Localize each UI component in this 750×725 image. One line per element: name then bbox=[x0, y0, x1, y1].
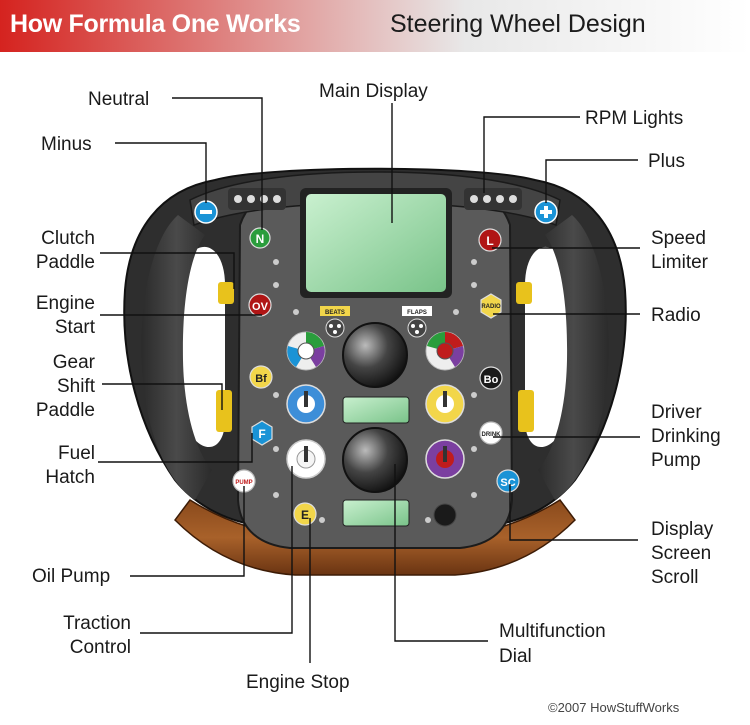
label-gear-1: Gear bbox=[53, 352, 96, 373]
label-engine-stop: Engine Stop bbox=[246, 672, 350, 693]
rpm-lights-right bbox=[464, 188, 522, 210]
label-neutral: Neutral bbox=[88, 89, 149, 110]
multifunction-dial[interactable] bbox=[342, 427, 408, 493]
gear-button[interactable]: Bf bbox=[249, 365, 273, 389]
dark-round-button[interactable] bbox=[433, 503, 457, 527]
title-banner: How Formula One Works Steering Wheel Des… bbox=[0, 0, 750, 52]
lower-green-screen bbox=[342, 499, 410, 527]
label-driver-1: Driver bbox=[651, 402, 702, 423]
e-button[interactable]: E bbox=[293, 502, 317, 526]
copyright-text: ©2007 HowStuffWorks bbox=[548, 700, 680, 715]
label-multi-1: Multifunction bbox=[499, 621, 606, 642]
label-driver-2: Drinking bbox=[651, 426, 721, 447]
label-rpm-lights: RPM Lights bbox=[585, 108, 683, 129]
neutral-button-text: N bbox=[256, 232, 265, 246]
radio-button-text: RADIO bbox=[481, 304, 501, 310]
left-small-selector[interactable]: BEATS bbox=[320, 306, 350, 338]
bo-button[interactable]: Bo bbox=[479, 366, 503, 390]
e-button-text: E bbox=[301, 508, 309, 522]
multicolor-rotary-right[interactable] bbox=[425, 331, 465, 371]
callout-labels: Neutral Main Display RPM Lights Minus Pl… bbox=[32, 81, 721, 693]
display-scroll-button-text: SC bbox=[500, 477, 515, 489]
label-clutch-1: Clutch bbox=[41, 228, 95, 249]
plus-button[interactable] bbox=[534, 200, 558, 224]
right-grip bbox=[538, 215, 609, 500]
leader-lines bbox=[98, 97, 640, 663]
left-small-selector-text: BEATS bbox=[325, 310, 345, 316]
label-display-2: Screen bbox=[651, 543, 711, 564]
driver-drinking-pump-button[interactable]: DRINK bbox=[479, 421, 503, 445]
label-main-display: Main Display bbox=[319, 81, 428, 102]
middle-green-screen bbox=[342, 396, 410, 424]
plus-icon bbox=[540, 206, 552, 218]
main-display-screen bbox=[306, 194, 446, 292]
clutch-paddle-left[interactable] bbox=[218, 282, 234, 304]
left-grip-cutout bbox=[178, 246, 225, 448]
label-gear-2: Shift bbox=[57, 376, 96, 397]
right-small-selector[interactable]: FLAPS bbox=[402, 306, 432, 338]
banner-title: How Formula One Works bbox=[10, 10, 301, 38]
label-engine-start-1: Engine bbox=[36, 293, 95, 314]
right-small-selector-text: FLAPS bbox=[407, 310, 427, 316]
traction-control-rotary[interactable] bbox=[286, 439, 326, 479]
label-traction-1: Traction bbox=[63, 613, 131, 634]
label-clutch-2: Paddle bbox=[36, 252, 95, 273]
speed-limiter-button[interactable]: L bbox=[478, 228, 502, 252]
label-speed-2: Limiter bbox=[651, 252, 709, 273]
rpm-lights-left bbox=[228, 188, 286, 210]
speed-limiter-button-text: L bbox=[486, 234, 493, 248]
oil-pump-button-text: PUMP bbox=[235, 480, 252, 486]
blue-rotary[interactable] bbox=[286, 384, 326, 424]
indicator-leds bbox=[273, 259, 477, 523]
fuel-hatch-button[interactable]: F bbox=[251, 420, 273, 446]
yellow-rotary[interactable] bbox=[425, 384, 465, 424]
label-multi-2: Dial bbox=[499, 646, 532, 667]
label-driver-3: Pump bbox=[651, 450, 701, 471]
label-minus: Minus bbox=[41, 134, 92, 155]
label-traction-2: Control bbox=[70, 637, 131, 658]
banner-subtitle: Steering Wheel Design bbox=[390, 10, 646, 38]
gear-shift-paddle-left[interactable] bbox=[216, 390, 232, 432]
gear-button-text: Bf bbox=[255, 373, 267, 385]
label-display-1: Display bbox=[651, 519, 714, 540]
clutch-paddle-right[interactable] bbox=[516, 282, 532, 304]
label-plus: Plus bbox=[648, 151, 685, 172]
label-fuel-2: Hatch bbox=[45, 467, 95, 488]
label-oil-pump: Oil Pump bbox=[32, 566, 110, 587]
purple-rotary[interactable] bbox=[425, 439, 465, 479]
display-scroll-button[interactable]: SC bbox=[496, 469, 520, 493]
minus-icon bbox=[200, 210, 212, 214]
engine-start-button-text: OV bbox=[252, 301, 269, 313]
multicolor-rotary-left[interactable] bbox=[286, 331, 326, 371]
upper-main-knob[interactable] bbox=[342, 322, 408, 388]
label-gear-3: Paddle bbox=[36, 400, 95, 421]
neutral-button[interactable]: N bbox=[249, 227, 271, 249]
gear-shift-paddle-right[interactable] bbox=[518, 390, 534, 432]
label-display-3: Scroll bbox=[651, 567, 699, 588]
drink-button-text: DRINK bbox=[482, 432, 502, 438]
left-grip bbox=[141, 215, 212, 500]
engine-start-button[interactable]: OV bbox=[248, 293, 272, 317]
fuel-hatch-button-text: F bbox=[258, 427, 265, 441]
right-grip-cutout bbox=[525, 246, 572, 448]
label-speed-1: Speed bbox=[651, 228, 706, 249]
label-engine-start-2: Start bbox=[55, 317, 96, 338]
label-fuel-1: Fuel bbox=[58, 443, 95, 464]
radio-button[interactable]: RADIO bbox=[480, 293, 502, 319]
label-radio: Radio bbox=[651, 305, 701, 326]
bo-button-text: Bo bbox=[484, 374, 499, 386]
minus-button[interactable] bbox=[194, 200, 218, 224]
